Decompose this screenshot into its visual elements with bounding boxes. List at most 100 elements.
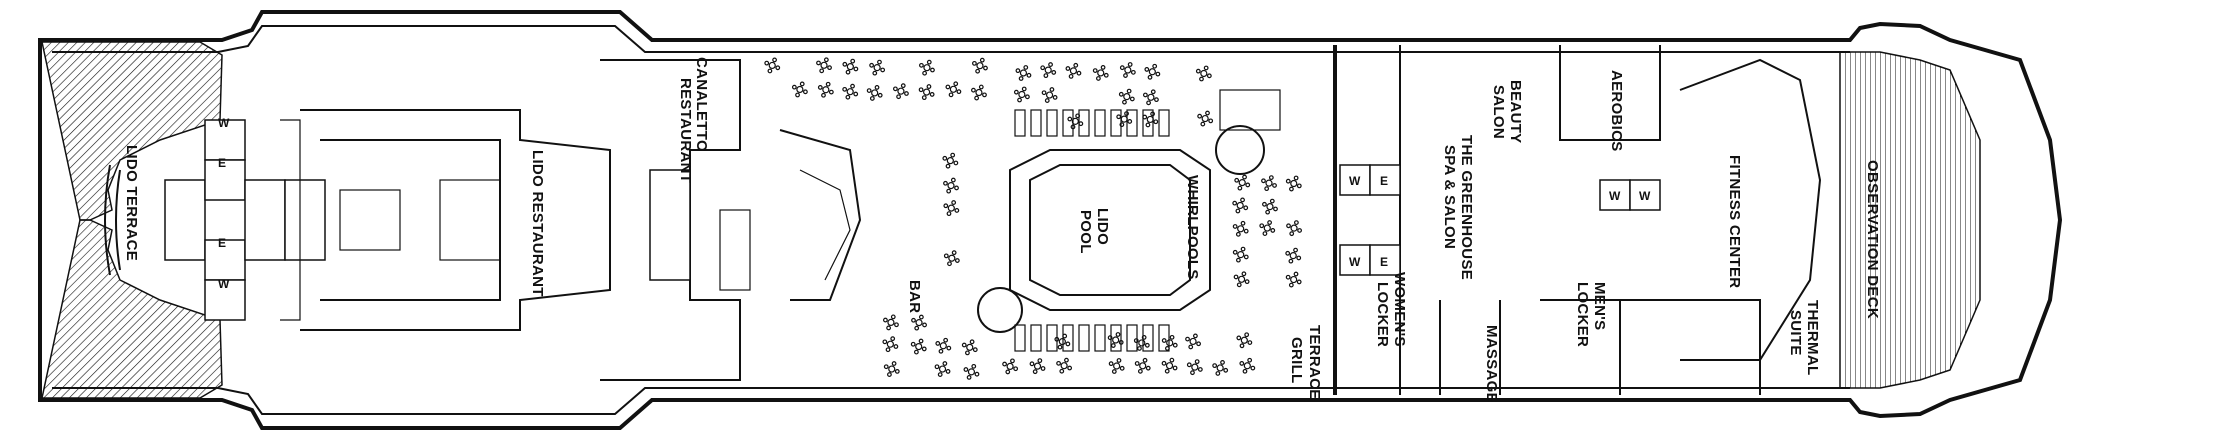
chair-mark (821, 92, 826, 98)
chair-mark (823, 57, 829, 63)
lounge-chair (1126, 109, 1138, 137)
chair-mark (1018, 76, 1024, 81)
chair-mark (1232, 224, 1238, 229)
chair-mark (1235, 257, 1241, 263)
chair-mark (1232, 249, 1238, 255)
chair-mark (1134, 361, 1140, 366)
table-mark (966, 343, 974, 351)
chair-mark (911, 317, 916, 323)
chair-mark (1044, 98, 1050, 103)
chair-mark (1068, 73, 1074, 79)
chair-mark (943, 180, 948, 186)
chair-mark (1021, 86, 1027, 92)
label-fitness-center: FITNESS CENTER (1726, 155, 1743, 288)
chair-mark (1293, 175, 1299, 181)
table-mark (975, 88, 983, 97)
chair-mark (948, 92, 954, 98)
chair-mark (1236, 282, 1242, 288)
chair-mark (1161, 338, 1167, 343)
table-mark (846, 63, 854, 71)
chair-mark (1193, 333, 1198, 339)
label-lido-restaurant: LIDO RESTAURANT (529, 150, 546, 297)
label-thermal-suite-line2: SUITE (1787, 310, 1804, 356)
lounge-chair (1158, 324, 1170, 352)
chair-mark (891, 361, 897, 366)
label-whirlpools: WHIRLPOOLS (1184, 175, 1201, 280)
chair-mark (1243, 228, 1249, 234)
chair-mark (926, 84, 932, 89)
chair-mark (1267, 220, 1272, 225)
chair-mark (1065, 66, 1071, 71)
chair-mark (961, 342, 967, 348)
chair-mark (1235, 231, 1241, 237)
chair-mark (942, 155, 948, 161)
chair-mark (882, 339, 888, 345)
lounge-chair (1046, 324, 1058, 352)
label-greenhouse-line2: SPA & SALON (1441, 145, 1458, 249)
restroom-w-mark: W (1639, 189, 1651, 203)
chair-mark (775, 65, 781, 71)
lounge-chair (1014, 109, 1026, 137)
lounge-chair (1110, 324, 1122, 352)
chair-mark (1057, 344, 1063, 350)
elevator-mark: E (1380, 255, 1388, 269)
table-mark (1201, 114, 1209, 123)
chair-mark (1049, 87, 1055, 92)
chair-mark (1242, 368, 1248, 374)
lounge-chair (1078, 324, 1090, 352)
label-aerobics: AEROBICS (1608, 70, 1625, 152)
chair-mark (1137, 346, 1142, 351)
chair-mark (1244, 332, 1250, 338)
chair-mark (971, 363, 977, 369)
aft-deck-area (41, 41, 223, 399)
table-mark (1290, 224, 1298, 232)
chair-mark (1118, 91, 1124, 97)
chair-mark (819, 68, 825, 74)
chair-mark (1147, 74, 1153, 80)
chair-mark (1026, 72, 1032, 78)
table-mark (897, 87, 905, 95)
table-mark (1266, 203, 1274, 211)
table-mark (820, 61, 828, 69)
chair-mark (904, 91, 909, 96)
chair-mark (950, 152, 956, 158)
lounge-chair (1094, 324, 1106, 352)
chair-mark (943, 337, 949, 343)
chair-mark (1172, 365, 1178, 371)
table-mark (1146, 115, 1154, 124)
chair-mark (1220, 360, 1225, 365)
chair-mark (937, 372, 943, 378)
chair-mark (886, 325, 892, 331)
table-mark (915, 319, 923, 327)
chair-mark (1067, 365, 1073, 371)
chair-mark (1199, 76, 1204, 82)
table-mark (1113, 362, 1121, 370)
chair-mark (1186, 362, 1192, 368)
table-mark (1191, 363, 1199, 371)
chair-mark (842, 61, 848, 67)
chair-mark (767, 68, 773, 74)
chair-mark (1206, 73, 1212, 79)
chair-mark (1127, 119, 1133, 124)
chair-mark (1268, 175, 1274, 181)
chair-mark (1142, 92, 1148, 98)
lounge-chair (1126, 324, 1138, 352)
chair-mark (1273, 206, 1278, 212)
chair-mark (1208, 118, 1214, 124)
chair-mark (943, 203, 949, 209)
table-mark (923, 64, 931, 72)
chair-mark (1116, 358, 1122, 363)
chair-mark (1285, 178, 1291, 184)
table-mark (1265, 179, 1273, 187)
chair-mark (919, 62, 924, 68)
table-mark (1290, 179, 1298, 188)
chair-mark (953, 81, 959, 87)
chair-mark (845, 69, 851, 75)
chair-mark (1067, 116, 1073, 122)
chair-mark (1235, 208, 1241, 214)
chair-mark (926, 59, 932, 65)
chair-mark (828, 89, 834, 95)
chair-mark (974, 371, 980, 377)
chair-mark (946, 345, 952, 351)
